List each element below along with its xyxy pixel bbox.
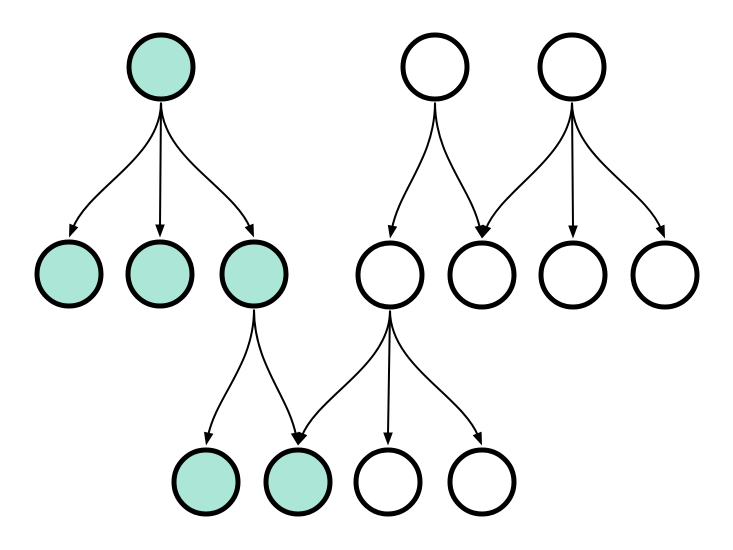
edge-arrow-shaft-mid-4-bottom-2 (300, 310, 391, 437)
node-circle-mid-2-highlighted (125, 239, 195, 309)
edge-arrow-shaft-top-3-mid-6 (571, 102, 574, 228)
node-circle-bottom-4 (447, 447, 517, 517)
node-circle-mid-3-highlighted (219, 239, 289, 309)
node-circle-mid-7 (630, 240, 700, 310)
edge-arrow-shaft-mid-3-bottom-1 (207, 309, 255, 436)
edge-arrow-shaft-mid-4-bottom-3 (387, 310, 391, 435)
edge-arrowhead-mid-3-bottom-2 (290, 431, 301, 446)
edge-arrow-shaft-top-1-mid-1 (71, 102, 162, 229)
edge-arrowhead-top-3-mid-6 (568, 225, 578, 239)
edge-arrow-shaft-mid-3-bottom-2 (253, 309, 298, 436)
node-circle-bottom-2-highlighted (263, 447, 333, 517)
edge-arrow-shaft-top-2-mid-5 (434, 102, 481, 229)
node-circle-mid-1-highlighted (34, 239, 104, 309)
edge-arrowhead-top-3-mid-7 (655, 224, 665, 239)
node-circle-top-3 (537, 32, 607, 102)
edge-arrowhead-mid-4-bottom-3 (383, 432, 393, 446)
node-circle-mid-5 (447, 240, 517, 310)
node-circle-top-2 (400, 32, 470, 102)
edge-arrowhead-mid-3-bottom-1 (203, 431, 214, 446)
edge-arrow-shaft-top-3-mid-7 (571, 102, 663, 230)
node-circle-bottom-1-highlighted (171, 447, 241, 517)
edge-arrow-shaft-top-1-mid-2 (159, 102, 162, 227)
edge-arrowhead-top-2-mid-5 (474, 224, 485, 239)
edge-arrow-shaft-top-2-mid-4 (390, 102, 436, 229)
edge-arrowhead-mid-4-bottom-2 (298, 431, 308, 446)
edge-arrowhead-mid-4-bottom-4 (472, 431, 482, 446)
edge-arrowhead-top-3-mid-5 (482, 224, 492, 239)
node-circle-bottom-3 (353, 447, 423, 517)
edge-arrow-shaft-top-3-mid-5 (484, 102, 573, 230)
edge-arrow-shaft-mid-4-bottom-4 (389, 310, 480, 437)
node-circle-mid-4 (355, 240, 425, 310)
edge-arrowhead-top-1-mid-3 (244, 223, 254, 238)
node-circle-top-1-highlighted (126, 32, 196, 102)
edge-arrowhead-top-1-mid-1 (69, 223, 79, 238)
edge-arrow-shaft-top-1-mid-3 (160, 102, 252, 229)
node-circle-mid-6 (538, 240, 608, 310)
edge-arrowhead-top-1-mid-2 (155, 224, 165, 238)
edge-arrowhead-top-2-mid-4 (387, 224, 398, 239)
